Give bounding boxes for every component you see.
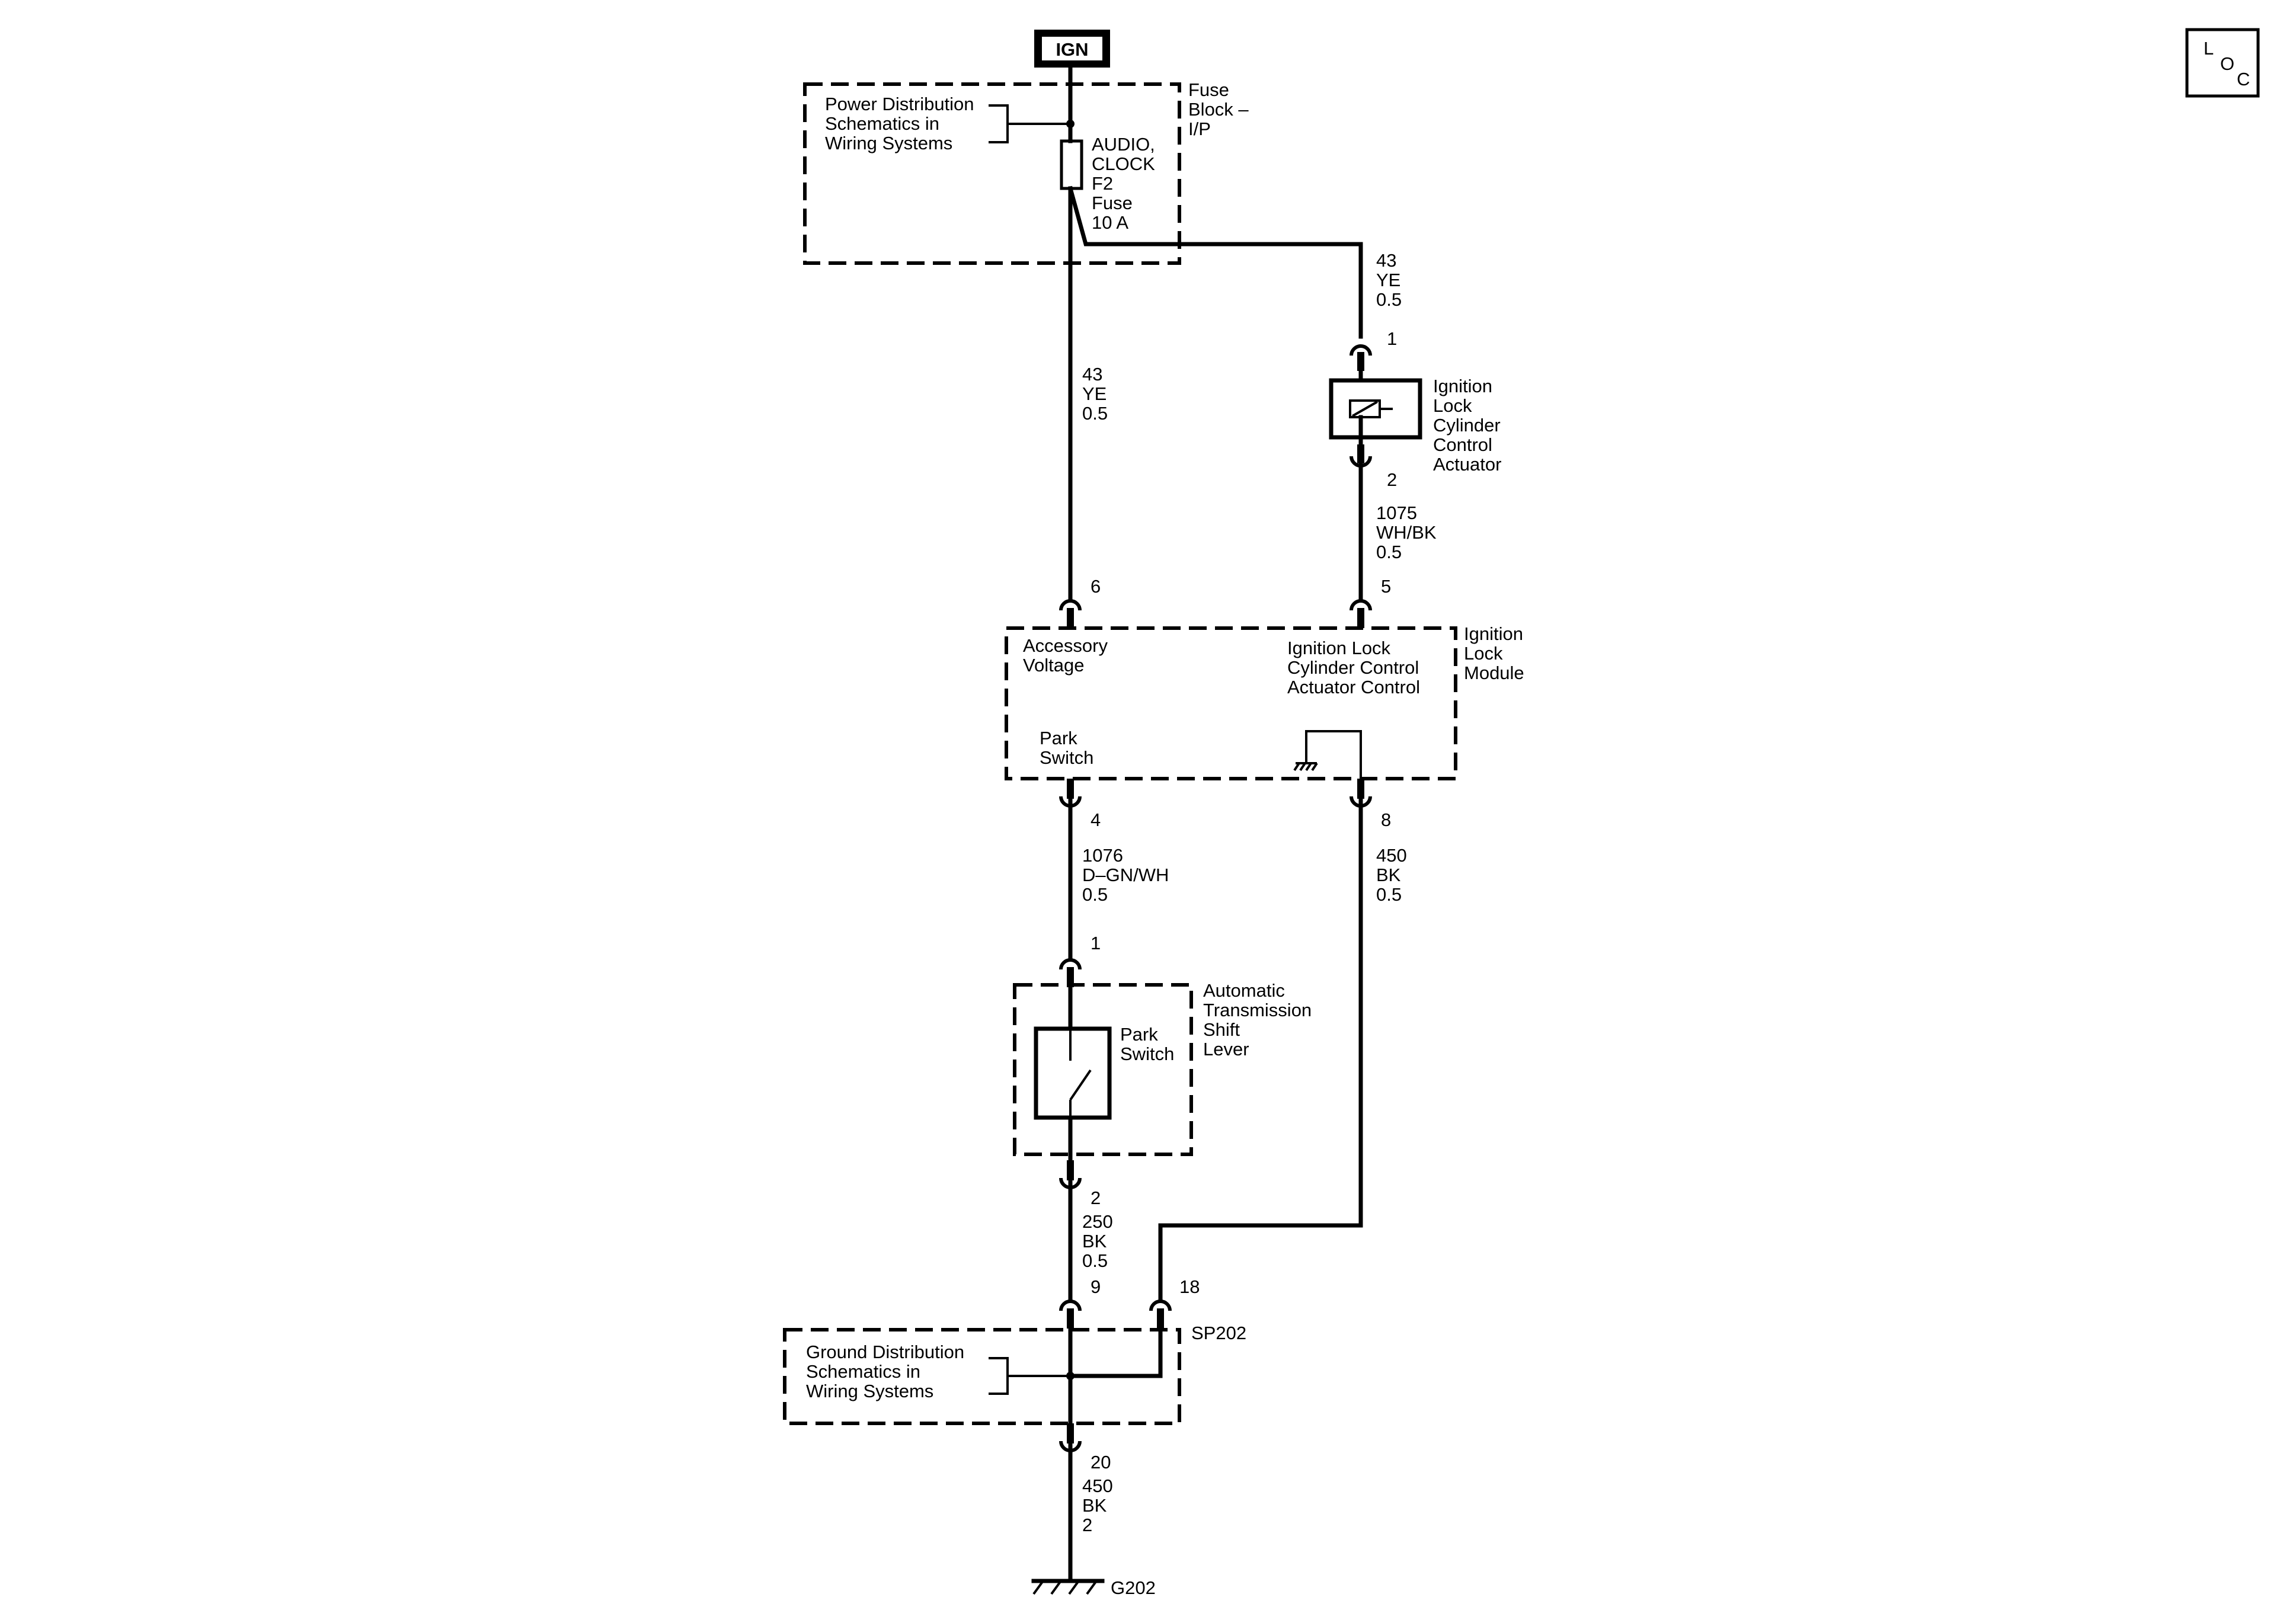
actuator-pin-2: 2 [1387,469,1397,490]
shift-lever-switch-label: Park Switch [1120,1024,1174,1064]
fuse-block: Fuse Block – I/P Power Distribution Sche… [803,79,1253,265]
loc-letter-l: L [2204,38,2214,59]
ign-label: IGN [1056,39,1088,60]
actuator-name: Ignition Lock Cylinder Control Actuator [1433,376,1505,475]
module-pin-8: 8 [1381,809,1391,830]
fuse-f2-label: AUDIO, CLOCK F2 Fuse 10 A [1092,134,1160,233]
loc-letter-o: O [2220,53,2234,74]
loc-letter-c: C [2237,69,2250,89]
ignition-lock-actuator: 1 2 Ignition Lock Cylinder Control Actua… [1329,328,1505,490]
wire-43-right-label: 43 YE 0.5 [1376,250,1406,310]
module-pin-5: 5 [1381,576,1391,597]
splice-pin-20: 20 [1091,1452,1111,1473]
splice-sp202: 9 18 20 SP202 Ground Distribution Schema… [783,1276,1246,1473]
module-name: Ignition Lock Module [1464,623,1528,683]
park-switch [1034,1026,1112,1120]
power-distribution-reference: Power Distribution Schematics in Wiring … [825,94,979,153]
ground-g202: G202 [1031,1577,1156,1598]
wires [1067,65,1363,1582]
wire-1076-label: 1076 D–GN/WH 0.5 [1082,845,1174,905]
wire-43-left-label: 43 YE 0.5 [1082,364,1112,424]
fuse-f2 [1060,139,1083,190]
splice-pin-18: 18 [1179,1276,1200,1297]
module-accessory-voltage: Accessory Voltage [1023,635,1113,676]
module-actuator-control: Ignition Lock Cylinder Control Actuator … [1287,638,1424,697]
wire-450-ground-label: 450 BK 2 [1082,1475,1118,1535]
ground-name: G202 [1111,1577,1156,1598]
shift-lever-name: Automatic Transmission Shift Lever [1203,980,1317,1060]
shift-lever-pin-2: 2 [1091,1188,1101,1208]
splice-name: SP202 [1191,1323,1246,1343]
shift-lever-pin-1: 1 [1091,933,1101,953]
fuse-block-title: Fuse Block – I/P [1188,79,1253,139]
shift-lever: 1 2 Park Switch Automatic Transmission S… [1013,933,1317,1208]
actuator-pin-1: 1 [1387,328,1397,349]
ground-distribution-reference: Ground Distribution Schematics in Wiring… [806,1342,970,1401]
splice-pin-9: 9 [1091,1276,1101,1297]
ignition-lock-module: 6 5 4 8 Accessory Voltage Ignition Lock … [1005,576,1528,830]
wire-450-right-label: 450 BK 0.5 [1376,845,1412,905]
module-pin-6: 6 [1091,576,1101,597]
wire-250-label: 250 BK 0.5 [1082,1211,1118,1271]
loc-icon: L O C [2185,28,2260,98]
wire-1075-label: 1075 WH/BK 0.5 [1376,502,1441,562]
ign-source: IGN [1034,30,1110,68]
module-pin-4: 4 [1091,809,1101,830]
module-park-switch: Park Switch [1040,728,1093,768]
